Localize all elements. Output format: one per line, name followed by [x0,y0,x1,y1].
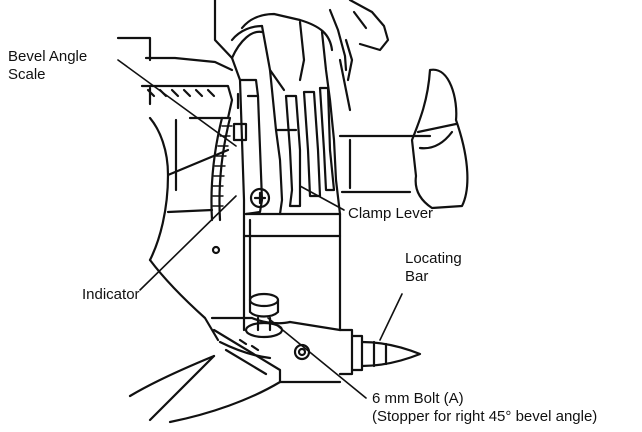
ribbed-casting [230,0,390,216]
leader-bevel-scale [117,59,237,147]
locating-bar-line-1: Locating [405,250,462,267]
stopper-bolt-shape [128,292,342,424]
bevel-angle-scale-label: Bevel Angle Scale [8,48,87,84]
bolt-line-1: 6 mm Bolt (A) [372,390,464,407]
bevel-scale [210,116,233,222]
indicator-label: Indicator [82,286,140,304]
leader-clamp-lever [299,185,345,211]
leader-bolt [267,317,367,399]
pivot-arm [148,116,230,342]
leader-indicator [139,195,237,291]
clamp-lever-label: Clamp Lever [348,205,433,223]
locating-bar-line-2: Bar [405,268,429,285]
bevel-angle-scale-line-2: Scale [8,66,46,83]
clamp-lever-shape [338,68,469,210]
upper-frame-bracket [116,36,234,120]
locating-bar-label: Locating Bar [405,250,462,286]
center-housing [211,0,348,332]
indicator-text: Indicator [82,286,140,303]
leader-locating-bar [379,293,403,341]
clamp-lever-text: Clamp Lever [348,205,434,222]
bevel-angle-scale-line-1: Bevel Angle [8,48,88,65]
bolt-label: 6 mm Bolt (A) (Stopper for right 45° bev… [372,390,597,426]
locating-bar-shape [338,328,422,376]
bolt-line-2: (Stopper for right 45° bevel angle) [372,408,598,425]
